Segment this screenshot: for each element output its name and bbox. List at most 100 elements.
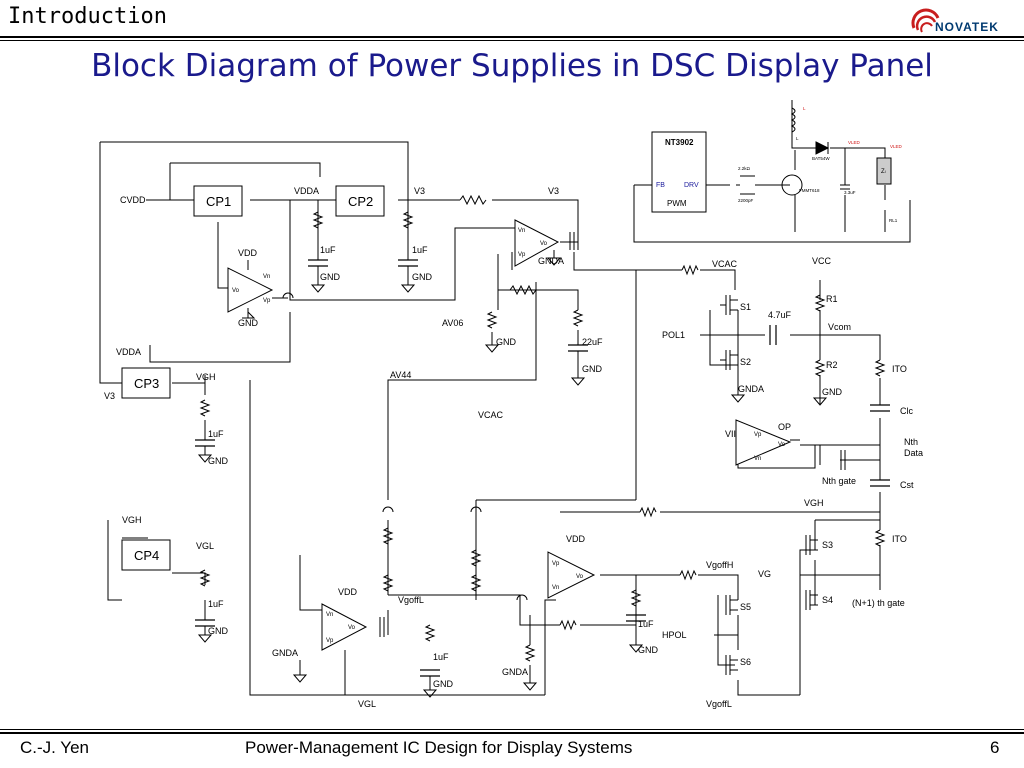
svg-text:FB: FB xyxy=(656,182,665,189)
svg-text:V3: V3 xyxy=(104,391,115,401)
svg-text:Vn: Vn xyxy=(263,274,270,280)
svg-text:L: L xyxy=(796,136,799,141)
svg-text:L: L xyxy=(803,106,806,111)
svg-text:S3: S3 xyxy=(822,540,833,550)
svg-text:R2: R2 xyxy=(826,360,838,370)
svg-text:GND: GND xyxy=(208,626,229,636)
svg-text:GND: GND xyxy=(496,337,517,347)
svg-text:VDD: VDD xyxy=(238,248,258,258)
cp4-block xyxy=(121,539,171,571)
transistor-icon xyxy=(781,174,803,196)
svg-text:S6: S6 xyxy=(740,657,751,667)
svg-text:S2: S2 xyxy=(740,357,751,367)
footer-rule-thin xyxy=(0,729,1024,730)
svg-text:R1: R1 xyxy=(826,294,838,304)
svg-text:VDD: VDD xyxy=(338,587,358,597)
svg-text:VDD: VDD xyxy=(566,534,586,544)
svg-text:Zₗ: Zₗ xyxy=(881,169,886,175)
svg-text:VGL: VGL xyxy=(358,699,376,709)
svg-text:PWM: PWM xyxy=(667,199,687,208)
svg-text:Vo: Vo xyxy=(348,625,356,631)
svg-text:V3: V3 xyxy=(548,186,559,196)
svg-text:VLED: VLED xyxy=(890,144,903,149)
svg-text:Data: Data xyxy=(904,448,923,458)
svg-text:GND: GND xyxy=(238,318,259,328)
footer-author: C.-J. Yen xyxy=(20,738,89,757)
svg-text:VII: VII xyxy=(725,429,736,439)
svg-text:Vo: Vo xyxy=(540,241,548,247)
svg-text:22uF: 22uF xyxy=(582,337,603,347)
svg-text:Vn: Vn xyxy=(326,612,333,618)
svg-text:GNDA: GNDA xyxy=(502,667,528,677)
booster-inset: NT3902 FB DRV PWM L L BAT54W VLED VLED Z… xyxy=(633,100,911,243)
footer-page: 6 xyxy=(990,738,1000,757)
svg-text:V3: V3 xyxy=(414,186,425,196)
svg-text:GND: GND xyxy=(822,387,843,397)
opamp-4 xyxy=(321,603,368,651)
svg-text:Vp: Vp xyxy=(754,432,762,438)
svg-text:GND: GND xyxy=(412,272,433,282)
svg-text:GNDA: GNDA xyxy=(272,648,298,658)
svg-text:ITO: ITO xyxy=(892,534,907,544)
header-rule xyxy=(0,36,1024,38)
svg-text:Nth gate: Nth gate xyxy=(822,476,856,486)
svg-text:POL1: POL1 xyxy=(662,330,685,340)
opamps xyxy=(227,219,792,651)
svg-text:VCAC: VCAC xyxy=(478,410,504,420)
opamp-op xyxy=(735,419,792,466)
svg-text:VCC: VCC xyxy=(812,256,832,266)
svg-text:Vo: Vo xyxy=(576,574,584,580)
svg-text:Vp: Vp xyxy=(326,638,334,644)
footer-rule xyxy=(0,732,1024,734)
opamp-3 xyxy=(547,551,596,599)
net-labels: CVDD VDDA V3 V3 VDD 1uF 1uF GND GND GND … xyxy=(104,186,923,709)
section-header: Introduction xyxy=(8,4,167,29)
svg-text:1uF: 1uF xyxy=(412,245,428,255)
opamp-1 xyxy=(227,267,274,313)
footer-course: Power-Management IC Design for Display S… xyxy=(245,738,633,757)
svg-text:4.7uF: 4.7uF xyxy=(768,310,792,320)
svg-text:Vcom: Vcom xyxy=(828,322,851,332)
opamp-pin-labels: Vn Vp Vo Vn Vp Vo Vp Vn Vo Vp Vn Vo Vn V… xyxy=(232,228,786,644)
header-rule-thin xyxy=(0,40,1024,41)
nt3902-block xyxy=(651,131,707,213)
svg-text:VgoffL: VgoffL xyxy=(706,699,732,709)
page-title: Block Diagram of Power Supplies in DSC D… xyxy=(91,48,933,84)
svg-text:AV06: AV06 xyxy=(442,318,463,328)
svg-text:1uF: 1uF xyxy=(638,619,654,629)
svg-text:CVDD: CVDD xyxy=(120,195,146,205)
svg-text:Vn: Vn xyxy=(552,585,559,591)
svg-text:Clc: Clc xyxy=(900,406,913,416)
svg-text:GNDA: GNDA xyxy=(538,256,564,266)
svg-text:GND: GND xyxy=(638,645,659,655)
transistors xyxy=(379,232,846,675)
svg-text:2200pF: 2200pF xyxy=(738,198,754,203)
svg-text:VGH: VGH xyxy=(122,515,142,525)
svg-text:S1: S1 xyxy=(740,302,751,312)
svg-text:GNDA: GNDA xyxy=(738,384,764,394)
svg-text:VCAC: VCAC xyxy=(712,259,738,269)
wires xyxy=(99,141,881,696)
svg-text:ITO: ITO xyxy=(892,364,907,374)
svg-text:Vp: Vp xyxy=(263,298,271,304)
svg-text:GND: GND xyxy=(320,272,341,282)
svg-text:3.3uF: 3.3uF xyxy=(844,190,856,195)
svg-text:HPOL: HPOL xyxy=(662,630,687,640)
svg-text:VDDA: VDDA xyxy=(294,186,319,196)
svg-text:RL1: RL1 xyxy=(889,218,898,223)
svg-text:GND: GND xyxy=(582,364,603,374)
zl-block xyxy=(876,157,892,185)
svg-text:Vp: Vp xyxy=(552,561,560,567)
charge-pump-blocks: CP1 CP2 CP3 CP4 xyxy=(121,185,385,571)
svg-text:VG: VG xyxy=(758,569,771,579)
svg-text:Nth: Nth xyxy=(904,437,918,447)
cp3-label: CP3 xyxy=(134,376,159,391)
cp1-label: CP1 xyxy=(206,194,231,209)
svg-text:1uF: 1uF xyxy=(208,599,224,609)
cp1-block xyxy=(193,185,243,217)
svg-text:1uF: 1uF xyxy=(208,429,224,439)
ground-symbols xyxy=(197,250,828,698)
svg-text:OP: OP xyxy=(778,422,791,432)
svg-text:GND: GND xyxy=(208,456,229,466)
opamp-2 xyxy=(514,219,560,267)
